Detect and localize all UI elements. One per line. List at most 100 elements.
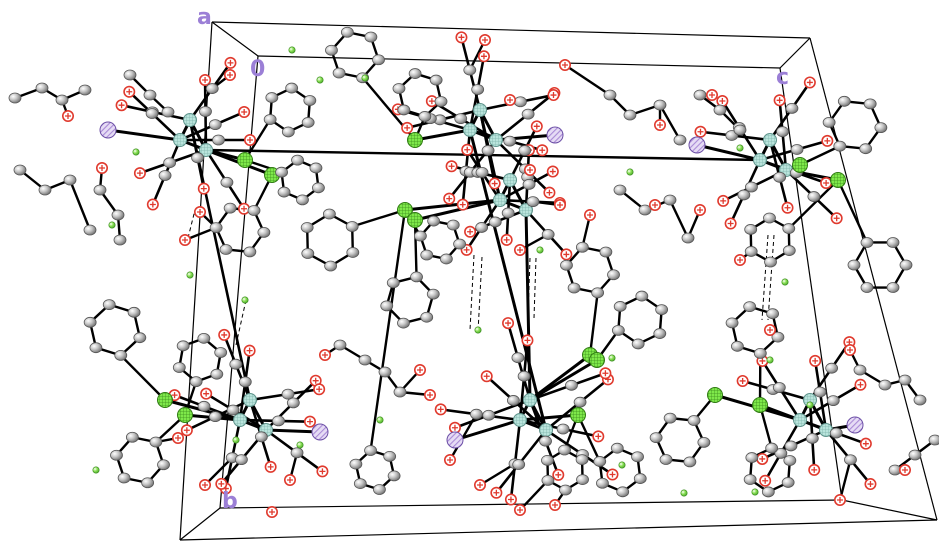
carbon-atom — [163, 157, 177, 169]
oxygen-cross — [428, 98, 435, 105]
metal-atom — [493, 193, 507, 207]
carbon-atom — [324, 260, 338, 272]
carbon-atom — [784, 440, 798, 452]
oxygen-cross — [451, 424, 458, 431]
oxygen-cross — [417, 367, 423, 373]
oxygen-cross — [867, 481, 874, 488]
carbon-atom — [110, 449, 123, 461]
cell-edge — [779, 37, 811, 69]
oxygen-cross — [857, 381, 864, 388]
carbon-atom — [745, 452, 759, 463]
oxygen-cross — [862, 440, 869, 447]
oxygen-cross — [218, 480, 225, 487]
oxygen-cross — [241, 205, 248, 212]
oxygen-atom — [448, 421, 461, 434]
oxygen-atom — [488, 177, 501, 190]
bond — [517, 428, 548, 466]
carbon-atom — [235, 454, 248, 466]
oxygen-cross — [602, 370, 609, 377]
carbon-atom — [763, 212, 776, 224]
carbon-atom — [209, 222, 223, 234]
carbon-atom — [631, 451, 644, 463]
hydrogen-atom — [536, 246, 544, 254]
oxygen-cross — [527, 167, 533, 173]
oxygen-atom — [200, 387, 213, 400]
oxygen-cross — [811, 466, 818, 473]
hydrogen-atom — [608, 354, 616, 362]
oxygen-atom — [553, 199, 566, 212]
carbon-atom — [725, 317, 739, 329]
carbon-atom — [446, 219, 460, 231]
phosphorus-atom — [157, 392, 173, 408]
bond — [369, 208, 407, 452]
bond — [403, 198, 502, 212]
carbon-atom — [364, 31, 378, 43]
metal-atom — [523, 393, 537, 407]
oxygen-cross — [727, 220, 734, 227]
carbon-atom — [214, 347, 228, 358]
oxygen-cross — [203, 390, 210, 397]
carbon-atom — [257, 226, 271, 238]
oxygen-cross — [739, 377, 746, 384]
oxygen-atom — [490, 486, 503, 499]
oxygen-atom — [318, 348, 331, 361]
carbon-atom — [332, 67, 346, 79]
oxygen-atom — [461, 143, 474, 156]
oxygen-atom — [115, 99, 128, 112]
oxygen-atom — [898, 463, 911, 476]
phosphorus-atom — [397, 202, 413, 218]
oxygen-atom — [648, 199, 661, 212]
bond — [563, 63, 612, 97]
oxygen-cross — [319, 468, 326, 475]
oxygen-atom — [478, 33, 491, 46]
carbon-atom — [157, 459, 170, 471]
oxygen-cross — [447, 457, 453, 463]
oxygen-cross — [587, 212, 593, 218]
oxygen-atom — [513, 503, 526, 516]
oxygen-atom — [543, 186, 556, 199]
carbon-atom — [410, 271, 423, 283]
phosphorus-atom — [707, 387, 723, 403]
carbon-atom — [229, 358, 243, 370]
oxygen-atom — [864, 478, 877, 491]
oxygen-atom — [61, 110, 74, 123]
oxygen-cross — [767, 327, 773, 333]
carbon-atom — [127, 306, 141, 318]
carbon-atom — [782, 245, 796, 256]
oxygen-atom — [558, 58, 571, 71]
hydrogen-atom — [806, 401, 814, 409]
carbon-atom — [539, 435, 552, 447]
carbon-atom — [805, 433, 819, 444]
carbon-atom — [813, 386, 827, 398]
oxygen-cross — [477, 482, 483, 488]
oxygen-cross — [491, 180, 498, 187]
carbon-atom — [111, 209, 125, 221]
carbon-atom — [611, 324, 625, 336]
carbon-atom — [908, 449, 922, 461]
carbon-atom — [364, 445, 377, 456]
hydrogen-bond — [469, 254, 475, 331]
carbon-atom — [281, 388, 295, 400]
oxygen-atom — [653, 119, 666, 132]
hydrogen-atom — [751, 488, 759, 496]
oxygen-atom — [445, 160, 458, 173]
oxygen-cross — [806, 79, 813, 86]
carbon-atom — [878, 379, 892, 391]
carbon-atom — [243, 246, 257, 258]
phosphorus-atom — [589, 352, 605, 368]
hydrogen-atom — [288, 46, 296, 54]
bond — [838, 458, 852, 502]
iodine-atom — [446, 431, 464, 449]
oxygen-atom — [503, 94, 516, 107]
carbon-atom — [380, 300, 394, 312]
carbon-atom — [55, 94, 69, 106]
carbon-atom — [776, 126, 789, 138]
cell-edge — [179, 507, 221, 541]
oxygen-atom — [808, 463, 821, 476]
oxygen-atom — [583, 209, 596, 222]
oxygen-atom — [854, 378, 867, 391]
carbon-atom — [886, 237, 900, 248]
carbon-atom — [161, 106, 175, 118]
oxygen-atom — [756, 452, 769, 465]
